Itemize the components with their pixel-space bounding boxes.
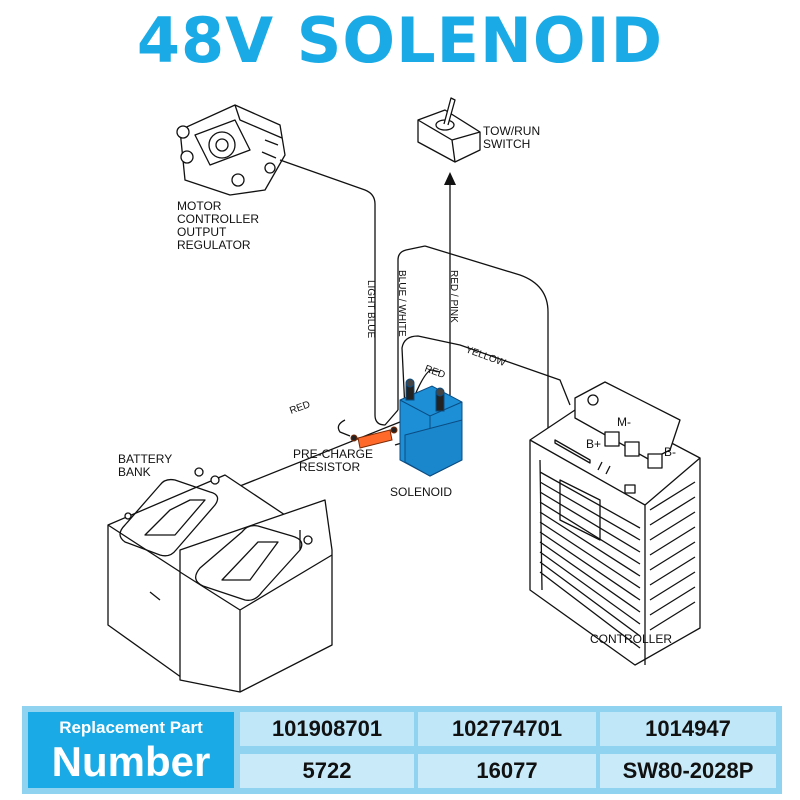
part-number-cell: SW80-2028P — [600, 754, 776, 788]
label-precharge-1: PRE-CHARGE — [293, 447, 373, 461]
label-motor-3: OUTPUT — [177, 225, 227, 239]
wire-label-red-pink: RED / PINK — [448, 270, 459, 323]
tow-run-switch-icon — [417, 97, 481, 163]
label-b-minus: B- — [664, 445, 676, 459]
controller-icon — [529, 381, 701, 666]
wire-label-red-left: RED — [288, 399, 312, 417]
label-b-plus: B+ — [586, 437, 601, 451]
label-tow-2: SWITCH — [483, 137, 530, 151]
label-motor-1: MOTOR — [177, 199, 222, 213]
part-number-cell: 16077 — [418, 754, 596, 788]
wire-label-yellow: YELLOW — [464, 344, 507, 369]
battery-bank-icon — [107, 467, 333, 693]
arrow-up-icon — [444, 172, 456, 185]
label-tow-1: TOW/RUN — [483, 124, 540, 138]
replacement-part-table: Replacement Part Number 101908701 102774… — [22, 706, 782, 794]
label-battery-1: BATTERY — [118, 452, 172, 466]
pre-charge-resistor-icon — [350, 426, 398, 449]
part-number-cell: 5722 — [240, 754, 414, 788]
part-number-cell: 102774701 — [418, 712, 596, 746]
parts-header: Replacement Part Number — [28, 712, 234, 788]
label-solenoid: SOLENOID — [390, 485, 452, 499]
label-m-minus: M- — [617, 415, 631, 429]
label-controller: CONTROLLER — [590, 632, 672, 646]
wire-label-light-blue: LIGHT BLUE — [365, 280, 376, 338]
label-precharge-2: RESISTOR — [299, 460, 360, 474]
parts-header-line1: Replacement Part — [59, 718, 203, 737]
part-number-cell: 101908701 — [240, 712, 414, 746]
page-title: 48V SOLENOID — [136, 4, 664, 77]
solenoid-icon — [399, 378, 463, 477]
label-motor-4: REGULATOR — [177, 238, 251, 252]
parts-header-line2: Number — [51, 738, 211, 785]
wire-label-blue-white: BLUE / WHITE — [396, 270, 407, 337]
label-battery-2: BANK — [118, 465, 151, 479]
wire-label-red-top: RED — [423, 363, 447, 381]
label-motor-2: CONTROLLER — [177, 212, 259, 226]
part-number-cell: 1014947 — [600, 712, 776, 746]
wiring-diagram: MOTOR CONTROLLER OUTPUT REGULATOR TOW/RU… — [107, 97, 701, 693]
motor-controller-regulator-icon — [176, 104, 286, 196]
